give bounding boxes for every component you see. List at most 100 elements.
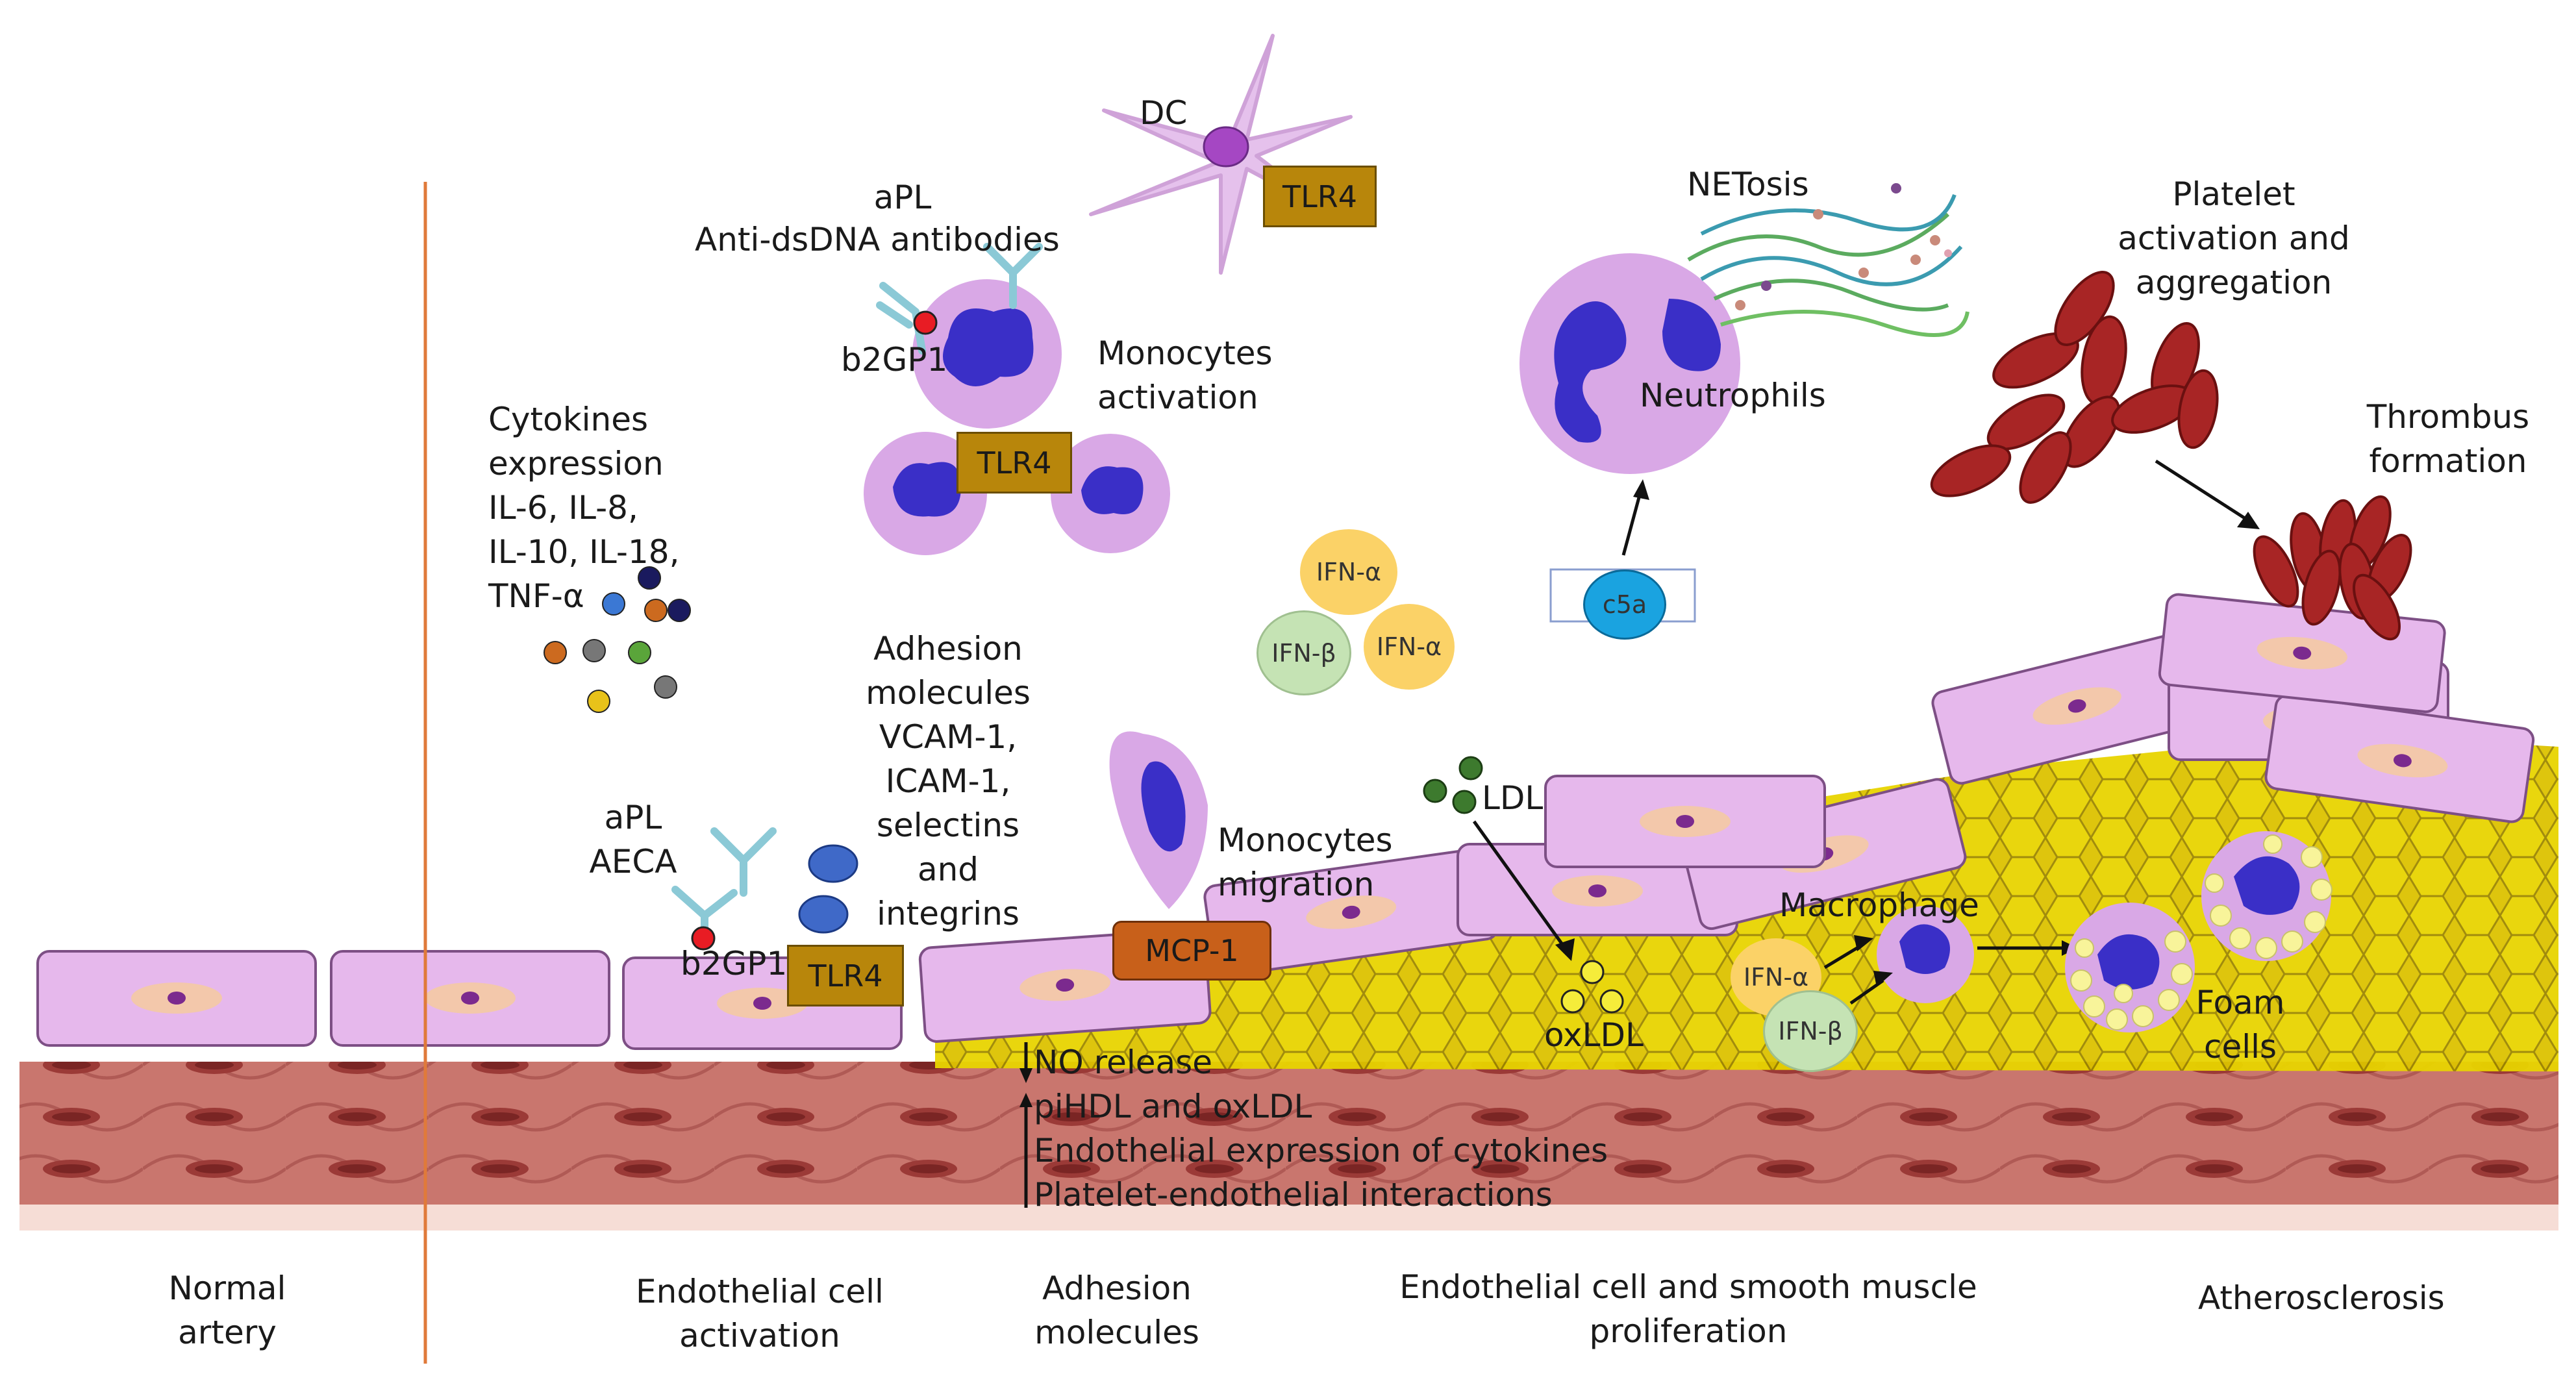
tlr4-box-endothelium: TLR4 (787, 945, 904, 1006)
monocytes-migration-label: Monocytes migration (1218, 818, 1393, 906)
foam-cells-label: Foam cells (2169, 981, 2312, 1069)
endothelium-activated (918, 593, 2535, 1043)
oxldl-label: oxLDL (1544, 1016, 1644, 1054)
stage-adhesion-molecules-line-2: molecules (1034, 1314, 1199, 1351)
apl-aeca-label: aPL AECA (584, 795, 682, 884)
stage-adhesion-molecules: Adhesion molecules (974, 1266, 1260, 1355)
macrophage-label: Macrophage (1779, 886, 1979, 924)
ldl-particles (1423, 756, 1483, 814)
dendritic-cell (1089, 34, 1353, 275)
antibody-bottom (671, 827, 777, 939)
platelet-cells (1930, 271, 2219, 504)
foam-cells-line-2: cells (2203, 1028, 2277, 1066)
platelet-line-2: activation and (2118, 219, 2350, 257)
cytokines-label: Cytokines expression IL-6, IL-8, IL-10, … (488, 397, 679, 618)
adhesion-list-line-7: integrins (877, 895, 1019, 932)
monocytes-migration-line-2: migration (1218, 866, 1375, 903)
stage-normal-artery-line-1: Normal (168, 1269, 286, 1307)
migrating-monocyte (1109, 731, 1208, 909)
adhesion-list-line-3: VCAM-1, (879, 718, 1018, 756)
endothelium-flat (36, 950, 903, 1050)
macrophage-cell (1877, 906, 1974, 1003)
stage-endothelial-activation-line-1: Endothelial cell (636, 1273, 884, 1310)
b2gp1-dot-bottom (691, 926, 716, 951)
net-strands (1687, 194, 1970, 337)
netosis-label: NETosis (1687, 166, 1809, 203)
ifn-alpha-bubble-2: IFN-α (1364, 604, 1455, 690)
oxldl-particles (1560, 960, 1624, 1014)
adhesion-molecule-2 (798, 895, 849, 934)
thrombus-label: Thrombus formation (2325, 395, 2571, 483)
platelet-label: Platelet activation and aggregation (2078, 172, 2390, 305)
ldl-arrowhead (1555, 938, 1575, 961)
c5a-bubble: c5a (1583, 569, 1666, 640)
c5a-arrowhead (1633, 479, 1649, 500)
cytokines-line-2: expression (488, 445, 664, 482)
monocytes-migration-line-1: Monocytes (1218, 821, 1393, 859)
stage-proliferation-line-1: Endothelial cell and smooth muscle (1399, 1268, 1977, 1306)
foam-cell-1 (2065, 903, 2195, 1032)
foam-cells-line-1: Foam (2195, 984, 2285, 1021)
thrombus-clot (2253, 495, 2412, 641)
thrombus-line-2: formation (2369, 442, 2527, 480)
tlr4-box-dc: TLR4 (1263, 166, 1377, 227)
ldl-label: LDL (1482, 779, 1544, 817)
platelet-line-1: Platelet (2172, 175, 2295, 213)
adhesion-list-line-5: selectins (876, 806, 1020, 844)
foam-cell-2 (2201, 831, 2332, 961)
smooth-muscle-layer (19, 1062, 2558, 1231)
adhesion-list-line-4: ICAM-1, (885, 762, 1011, 800)
adhesion-list-label: Adhesion molecules VCAM-1, ICAM-1, selec… (825, 627, 1071, 936)
neutrophils-label: Neutrophils (1640, 377, 1826, 414)
intima-fade (19, 1205, 2558, 1231)
tlr4-box-monocyte: TLR4 (957, 432, 1072, 494)
ifna-arrowhead (1854, 935, 1873, 951)
thrombus-arrowhead (2237, 512, 2260, 529)
cytokines-line-3: IL-6, IL-8, (488, 489, 638, 527)
apl-top-label: aPL (873, 179, 932, 216)
effect-endothelial-cytokines: Endothelial expression of cytokines (1034, 1132, 1608, 1169)
apl-aeca-line-2: AECA (589, 843, 677, 881)
ifna-arrow (1823, 943, 1864, 969)
adhesion-list-line-2: molecules (866, 674, 1031, 712)
ifn-beta-bubble-2: IFN-β (1763, 990, 1858, 1072)
effect-up-arrowhead (1019, 1093, 1032, 1107)
monocytes-activation-label: Monocytes activation (1097, 331, 1273, 419)
stage-adhesion-molecules-line-1: Adhesion (1042, 1269, 1192, 1307)
dc-label: DC (1140, 94, 1188, 132)
ifnb-arrowhead (1873, 971, 1893, 987)
monocytes-activation-line-1: Monocytes (1097, 334, 1273, 372)
effect-down-arrowhead (1019, 1068, 1032, 1083)
ifn-beta-bubble-1: IFN-β (1257, 610, 1351, 695)
stage-normal-artery: Normal artery (117, 1266, 338, 1355)
ldl-arrow (1472, 820, 1567, 949)
adhesion-list-line-6: and (917, 851, 979, 888)
cytokines-line-4: IL-10, IL-18, (488, 533, 680, 571)
b2gp1-bottom-label: b2GP1 (681, 945, 788, 982)
thrombus-line-1: Thrombus (2366, 398, 2530, 436)
monocytes-activation-line-2: activation (1097, 379, 1258, 416)
stage-normal-artery-line-2: artery (178, 1314, 277, 1351)
stage-atherosclerosis: Atherosclerosis (2198, 1279, 2445, 1317)
stage-proliferation-line-2: proliferation (1589, 1312, 1788, 1350)
effect-pihdl-oxldl: piHDL and oxLDL (1034, 1088, 1312, 1125)
net-granules (1735, 183, 1952, 310)
ifn-alpha-bubble-1: IFN-α (1300, 529, 1397, 615)
anti-dsdna-label: Anti-dsDNA antibodies (695, 221, 1060, 258)
platelet-line-3: aggregation (2135, 264, 2332, 301)
effects-list: NO release piHDL and oxLDL Endothelial e… (1034, 1040, 1608, 1217)
thrombus-arrow (2155, 459, 2248, 521)
stage-endothelial-activation-line-2: activation (679, 1317, 840, 1355)
effect-platelet-interactions: Platelet-endothelial interactions (1034, 1176, 1553, 1214)
mcp1-box: MCP-1 (1112, 921, 1271, 981)
cytokines-line-5: TNF-α (488, 577, 584, 615)
adhesion-list-line-1: Adhesion (873, 630, 1023, 668)
stage-endothelial-activation: Endothelial cell activation (584, 1269, 935, 1358)
b2gp1-top-label: b2GP1 (841, 341, 948, 379)
cytokine-dots (544, 566, 691, 713)
cytokines-line-1: Cytokines (488, 401, 649, 438)
monocyte-cluster (864, 279, 1170, 555)
b2gp1-dot-top (913, 310, 938, 335)
apl-aeca-line-1: aPL (604, 799, 662, 836)
